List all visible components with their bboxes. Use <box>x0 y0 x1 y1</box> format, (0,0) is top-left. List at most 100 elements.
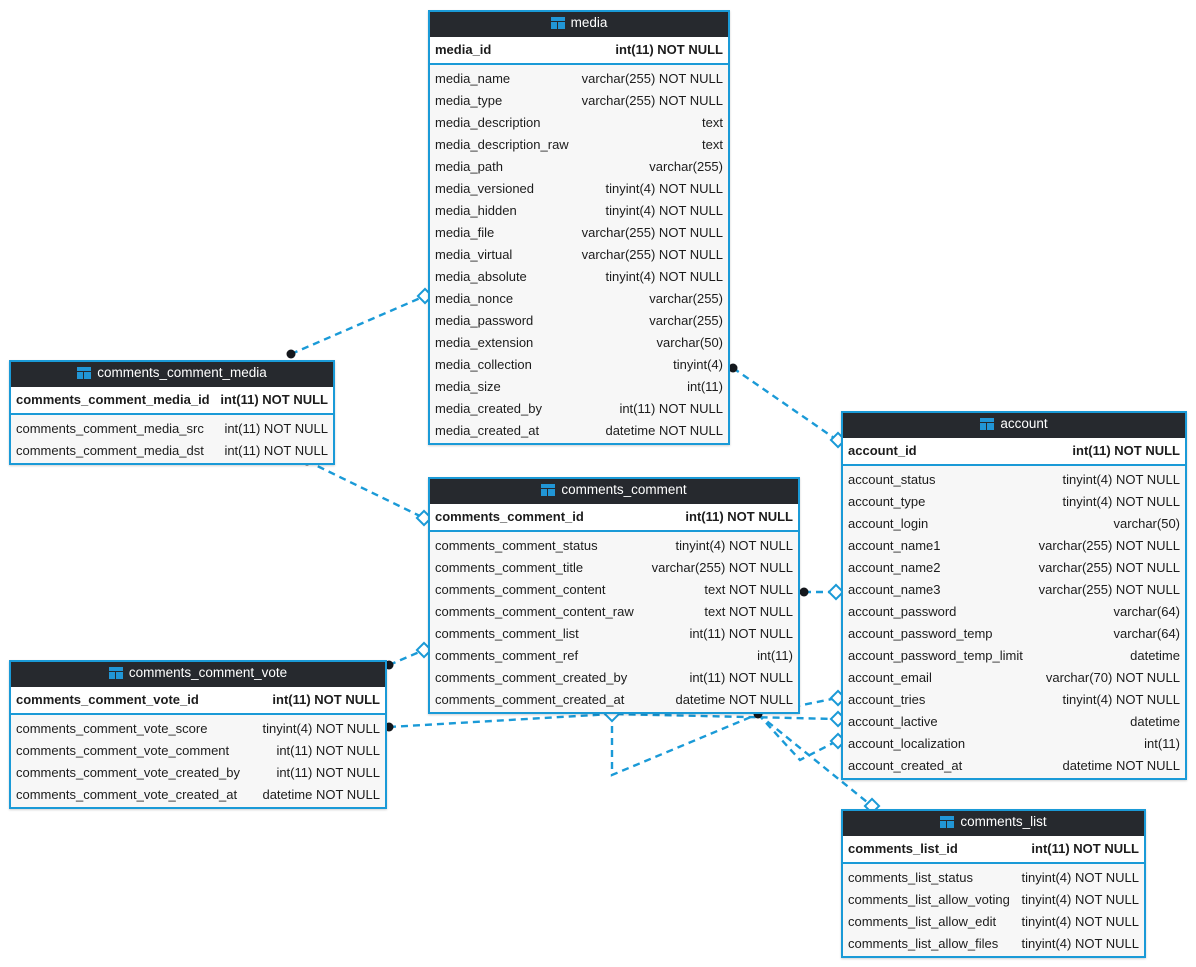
column-type: int(11) NOT NULL <box>224 420 328 436</box>
table-icon <box>980 418 995 430</box>
column-name: comments_comment_status <box>435 537 598 553</box>
column-name: media_path <box>435 158 503 174</box>
column-name: media_versioned <box>435 180 535 196</box>
column-type: varchar(255) <box>649 290 723 306</box>
column-row[interactable]: media_path varchar(255) <box>430 155 728 177</box>
column-name: media_file <box>435 224 495 240</box>
relation-line-ccmedia-comment <box>306 459 425 520</box>
relation-line-comment-self-ref <box>610 712 759 777</box>
table-header-media[interactable]: media <box>430 12 728 37</box>
column-type: varchar(255) <box>649 312 723 328</box>
column-type: text <box>702 136 723 152</box>
column-type: text NOT NULL <box>704 603 793 619</box>
column-type: int(11) <box>687 378 723 394</box>
table-header-comments_comment[interactable]: comments_comment <box>430 479 798 504</box>
column-type: varchar(255) NOT NULL <box>651 559 793 575</box>
table-header-comments_list[interactable]: comments_list <box>843 811 1144 836</box>
relation-line-comment-account-c <box>757 713 838 762</box>
column-type: tinyint(4) NOT NULL <box>1021 913 1139 929</box>
table-header-account[interactable]: account <box>843 413 1185 438</box>
column-name: media_password <box>435 312 534 328</box>
table-header-comments_comment_media[interactable]: comments_comment_media <box>11 362 333 387</box>
column-type: tinyint(4) NOT NULL <box>1062 691 1180 707</box>
column-row[interactable]: media_size int(11) <box>430 375 728 397</box>
column-name: media_size <box>435 378 501 394</box>
column-type: varchar(255) <box>649 158 723 174</box>
column-name: comments_comment_id <box>435 508 584 524</box>
column-type: varchar(50) <box>656 334 723 350</box>
column-name: account_name1 <box>848 537 941 553</box>
column-type: tinyint(4) NOT NULL <box>605 202 723 218</box>
table-header-comments_comment_vote[interactable]: comments_comment_vote <box>11 662 385 687</box>
column-row[interactable]: comments_list_allow_edit tinyint(4) NOT N… <box>843 910 1144 932</box>
column-name: account_localization <box>848 735 966 751</box>
column-row[interactable]: media_password varchar(255) <box>430 309 728 331</box>
column-name: comments_list_allow_edit <box>848 913 997 929</box>
table-title: account <box>1000 416 1048 432</box>
column-type: varchar(255) NOT NULL <box>1038 537 1180 553</box>
table-title: comments_comment <box>561 482 687 498</box>
column-row[interactable]: account_name1 varchar(255) NOT NULL <box>843 534 1185 556</box>
column-name: comments_comment_vote_score <box>16 720 208 736</box>
